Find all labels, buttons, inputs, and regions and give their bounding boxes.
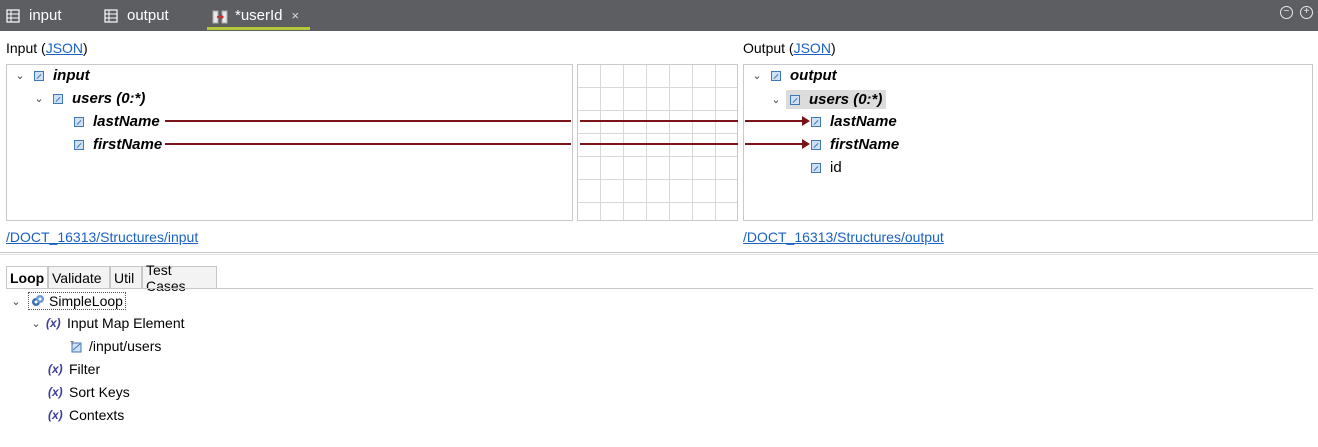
- element-icon: [53, 93, 63, 104]
- tab-label: Loop: [10, 269, 45, 286]
- input-structure-path-link[interactable]: /DOCT_16313/Structures/input: [6, 229, 199, 245]
- tree-node-firstname[interactable]: firstName: [74, 136, 162, 153]
- input-json-link[interactable]: JSON: [45, 40, 84, 56]
- node-label: input: [53, 67, 90, 84]
- tree-node-users[interactable]: ⌄ users (0:*): [33, 90, 145, 107]
- mapping-line-lastname-output[interactable]: [745, 120, 803, 122]
- node-label: Filter: [69, 361, 101, 377]
- tree-node-output-lastname[interactable]: lastName: [811, 113, 897, 130]
- tab-validate[interactable]: Validate: [48, 266, 110, 288]
- arrow-right-icon: [802, 139, 810, 149]
- tab-util[interactable]: Util: [110, 266, 142, 288]
- tab-label: input: [29, 7, 62, 24]
- mapping-line-firstname-mid[interactable]: [580, 143, 738, 145]
- chevron-down-icon[interactable]: ⌄: [11, 295, 21, 308]
- variable-icon: (x): [48, 362, 63, 376]
- mapping-line-lastname-input[interactable]: [165, 120, 571, 122]
- element-icon: [771, 70, 781, 81]
- element-icon: [811, 116, 821, 127]
- tree-node-input[interactable]: ⌄ input: [14, 67, 90, 84]
- node-label: Input Map Element: [67, 315, 185, 331]
- tree-node-output-id[interactable]: id: [811, 159, 842, 176]
- tree-node-simpleloop[interactable]: ⌄ SimpleLoop: [10, 292, 126, 310]
- arrow-right-icon: [802, 116, 810, 126]
- node-label: SimpleLoop: [49, 293, 123, 309]
- output-json-link[interactable]: JSON: [793, 40, 831, 56]
- variable-icon: (x): [48, 385, 63, 399]
- tree-node-contexts[interactable]: (x) Contexts: [48, 407, 124, 423]
- input-tree[interactable]: [6, 64, 573, 221]
- mapping-line-firstname-input[interactable]: [165, 143, 571, 145]
- output-structure-path-link[interactable]: /DOCT_16313/Structures/output: [743, 229, 944, 245]
- tab-label: Validate: [52, 269, 102, 286]
- tab-loop[interactable]: Loop: [6, 266, 48, 288]
- mapping-line-lastname-mid[interactable]: [580, 120, 738, 122]
- element-icon: [811, 139, 821, 150]
- element-icon: [34, 70, 44, 81]
- loop-icon: [31, 294, 45, 308]
- title-text: ): [83, 40, 88, 56]
- tab-label: output: [127, 7, 169, 24]
- node-label: users (0:*): [72, 90, 146, 107]
- title-text: Input (: [6, 40, 46, 56]
- chevron-down-icon[interactable]: ⌄: [34, 93, 44, 105]
- tree-node-output[interactable]: ⌄ output: [751, 67, 837, 84]
- title-text: Output (: [743, 40, 794, 56]
- node-label: id: [830, 159, 842, 176]
- tab-label: Test Cases: [146, 261, 186, 294]
- grid-icon: [6, 8, 20, 23]
- chevron-down-icon[interactable]: ⌄: [15, 70, 25, 82]
- chevron-down-icon[interactable]: ⌄: [752, 70, 762, 82]
- close-icon[interactable]: ×: [291, 8, 300, 23]
- tab-output[interactable]: output: [104, 0, 169, 31]
- chevron-down-icon[interactable]: ⌄: [31, 317, 41, 330]
- element-path-icon: [70, 340, 82, 353]
- tab-underline-divider: [6, 288, 1313, 289]
- element-icon: [74, 116, 84, 127]
- output-panel-title: Output (JSON): [743, 40, 836, 56]
- active-tab-indicator: [207, 27, 310, 30]
- tree-node-input-map-element[interactable]: ⌄ (x) Input Map Element: [30, 315, 185, 331]
- node-label: output: [790, 67, 837, 84]
- mapping-icon: [212, 9, 228, 23]
- node-label: Sort Keys: [69, 384, 130, 400]
- variable-icon: (x): [46, 316, 61, 330]
- element-icon: [790, 94, 800, 105]
- tree-node-input-users[interactable]: /input/users: [70, 338, 161, 354]
- node-label: /input/users: [89, 338, 162, 354]
- tree-node-output-users[interactable]: ⌄ users (0:*): [770, 90, 887, 109]
- focused-node: SimpleLoop: [28, 292, 126, 310]
- tab-label: Util: [114, 269, 135, 286]
- selected-node: users (0:*): [786, 90, 887, 109]
- mapping-canvas[interactable]: [577, 64, 738, 221]
- input-panel-title: Input (JSON): [6, 40, 88, 56]
- node-label: Contexts: [69, 407, 125, 423]
- tab-userid[interactable]: *userId ×: [212, 0, 299, 31]
- tab-input[interactable]: input: [6, 0, 62, 31]
- node-label: users (0:*): [809, 91, 883, 108]
- maximize-icon[interactable]: +: [1300, 6, 1313, 19]
- title-text: ): [830, 40, 836, 56]
- mapping-line-firstname-output[interactable]: [745, 143, 803, 145]
- variable-icon: (x): [48, 408, 63, 422]
- element-icon: [74, 139, 84, 150]
- chevron-down-icon[interactable]: ⌄: [771, 94, 781, 106]
- node-label: lastName: [830, 113, 897, 130]
- tree-node-sort-keys[interactable]: (x) Sort Keys: [48, 384, 130, 400]
- editor-tab-bar: input output *userId × − +: [0, 0, 1318, 31]
- node-label: firstName: [93, 136, 163, 153]
- tab-test-cases[interactable]: Test Cases: [142, 262, 217, 294]
- node-label: lastName: [93, 113, 160, 130]
- node-label: firstName: [830, 136, 900, 153]
- grid-icon: [104, 8, 118, 23]
- tree-node-output-firstname[interactable]: firstName: [811, 136, 899, 153]
- splitter-sash[interactable]: [0, 252, 1318, 255]
- minimize-icon[interactable]: −: [1280, 6, 1293, 19]
- tree-node-filter[interactable]: (x) Filter: [48, 361, 100, 377]
- tab-label: *userId: [235, 7, 283, 24]
- element-icon: [811, 162, 821, 173]
- tree-node-lastname[interactable]: lastName: [74, 113, 160, 130]
